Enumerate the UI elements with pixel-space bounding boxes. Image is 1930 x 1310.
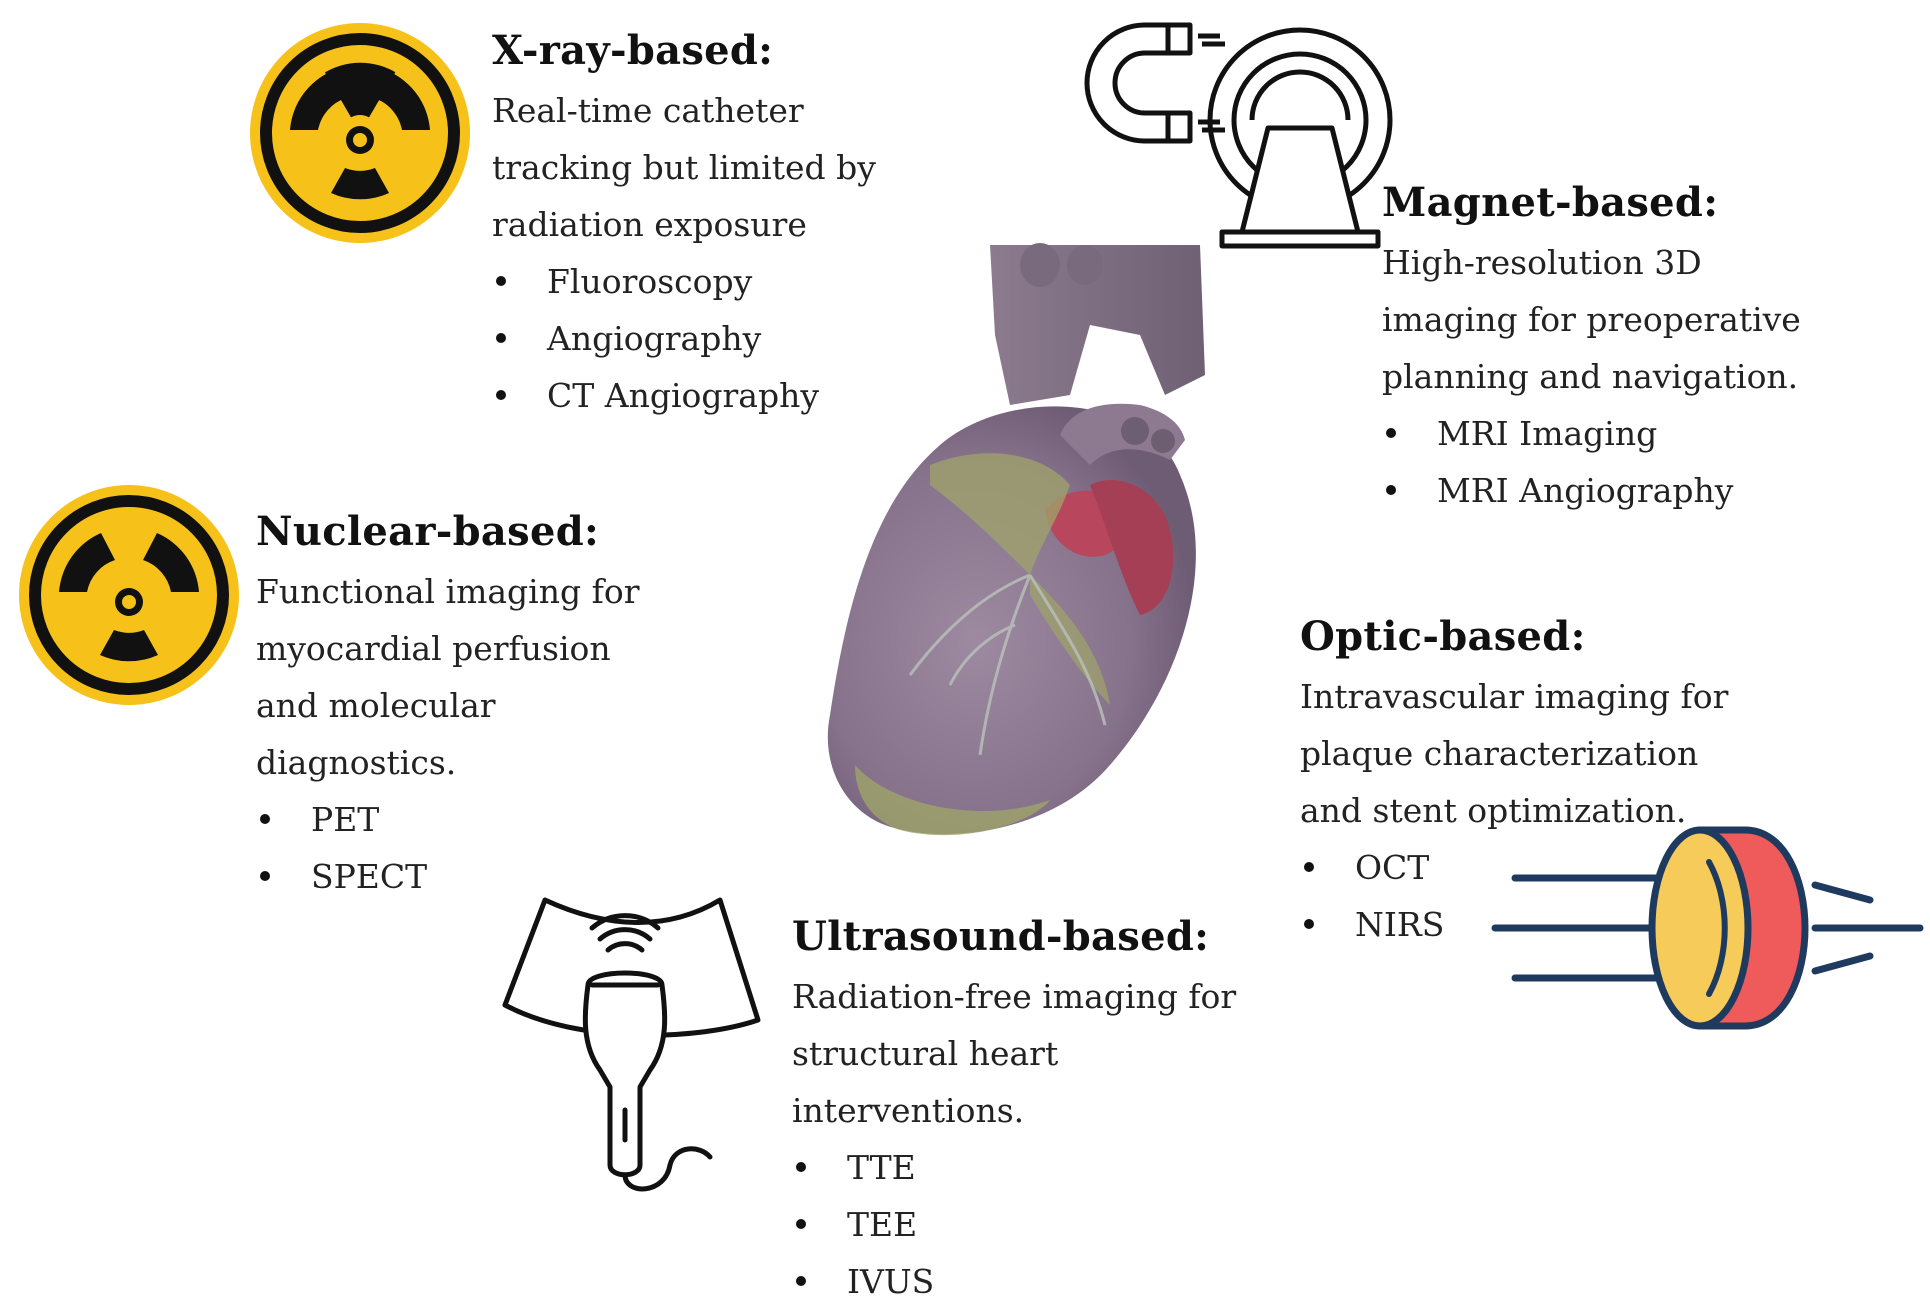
- list-item: TEE: [792, 1196, 1292, 1253]
- ultrasound-title: Ultrasound-based:: [792, 913, 1210, 960]
- heart-illustration: [827, 243, 1205, 836]
- list-item: CT Angiography: [492, 367, 952, 424]
- list-item: PET: [256, 791, 676, 848]
- list-item: SPECT: [256, 848, 676, 905]
- optic-description: Intravascular imaging for plaque charact…: [1300, 677, 1729, 830]
- list-item: OCT: [1300, 839, 1760, 896]
- nuclear-list: PET SPECT: [256, 791, 676, 905]
- radiation-icon: [250, 23, 470, 243]
- nuclear-section: Nuclear-based: Functional imaging for my…: [256, 505, 676, 905]
- ultrasound-description: Radiation-free imaging for structural he…: [792, 977, 1237, 1130]
- magnet-title: Magnet-based:: [1382, 179, 1719, 226]
- optic-section: Optic-based: Intravascular imaging for p…: [1300, 610, 1760, 953]
- xray-list: Fluoroscopy Angiography CT Angiography: [492, 253, 952, 424]
- magnet-section: Magnet-based: High-resolution 3D imaging…: [1382, 176, 1802, 519]
- radiation-icon: [19, 485, 239, 705]
- list-item: IVUS: [792, 1253, 1292, 1310]
- ultrasound-section: Ultrasound-based: Radiation-free imaging…: [792, 910, 1292, 1310]
- xray-section: X-ray-based: Real-time catheter tracking…: [492, 24, 952, 424]
- magnet-mri-scanner-icon: [1084, 22, 1393, 249]
- list-item: MRI Angiography: [1382, 462, 1802, 519]
- ultrasound-probe-icon: [502, 897, 761, 1192]
- magnet-description: High-resolution 3D imaging for preoperat…: [1382, 243, 1801, 396]
- list-item: Angiography: [492, 310, 952, 367]
- optic-list: OCT NIRS: [1300, 839, 1760, 953]
- xray-description: Real-time catheter tracking but limited …: [492, 91, 876, 244]
- nuclear-title: Nuclear-based:: [256, 508, 600, 555]
- list-item: TTE: [792, 1139, 1292, 1196]
- nuclear-description: Functional imaging for myocardial perfus…: [256, 572, 640, 782]
- optic-title: Optic-based:: [1300, 613, 1586, 660]
- list-item: NIRS: [1300, 896, 1760, 953]
- list-item: Fluoroscopy: [492, 253, 952, 310]
- optic-lens-icon: [1491, 826, 1924, 1030]
- ultrasound-list: TTE TEE IVUS: [792, 1139, 1292, 1310]
- list-item: MRI Imaging: [1382, 405, 1802, 462]
- xray-title: X-ray-based:: [492, 27, 774, 74]
- magnet-list: MRI Imaging MRI Angiography: [1382, 405, 1802, 519]
